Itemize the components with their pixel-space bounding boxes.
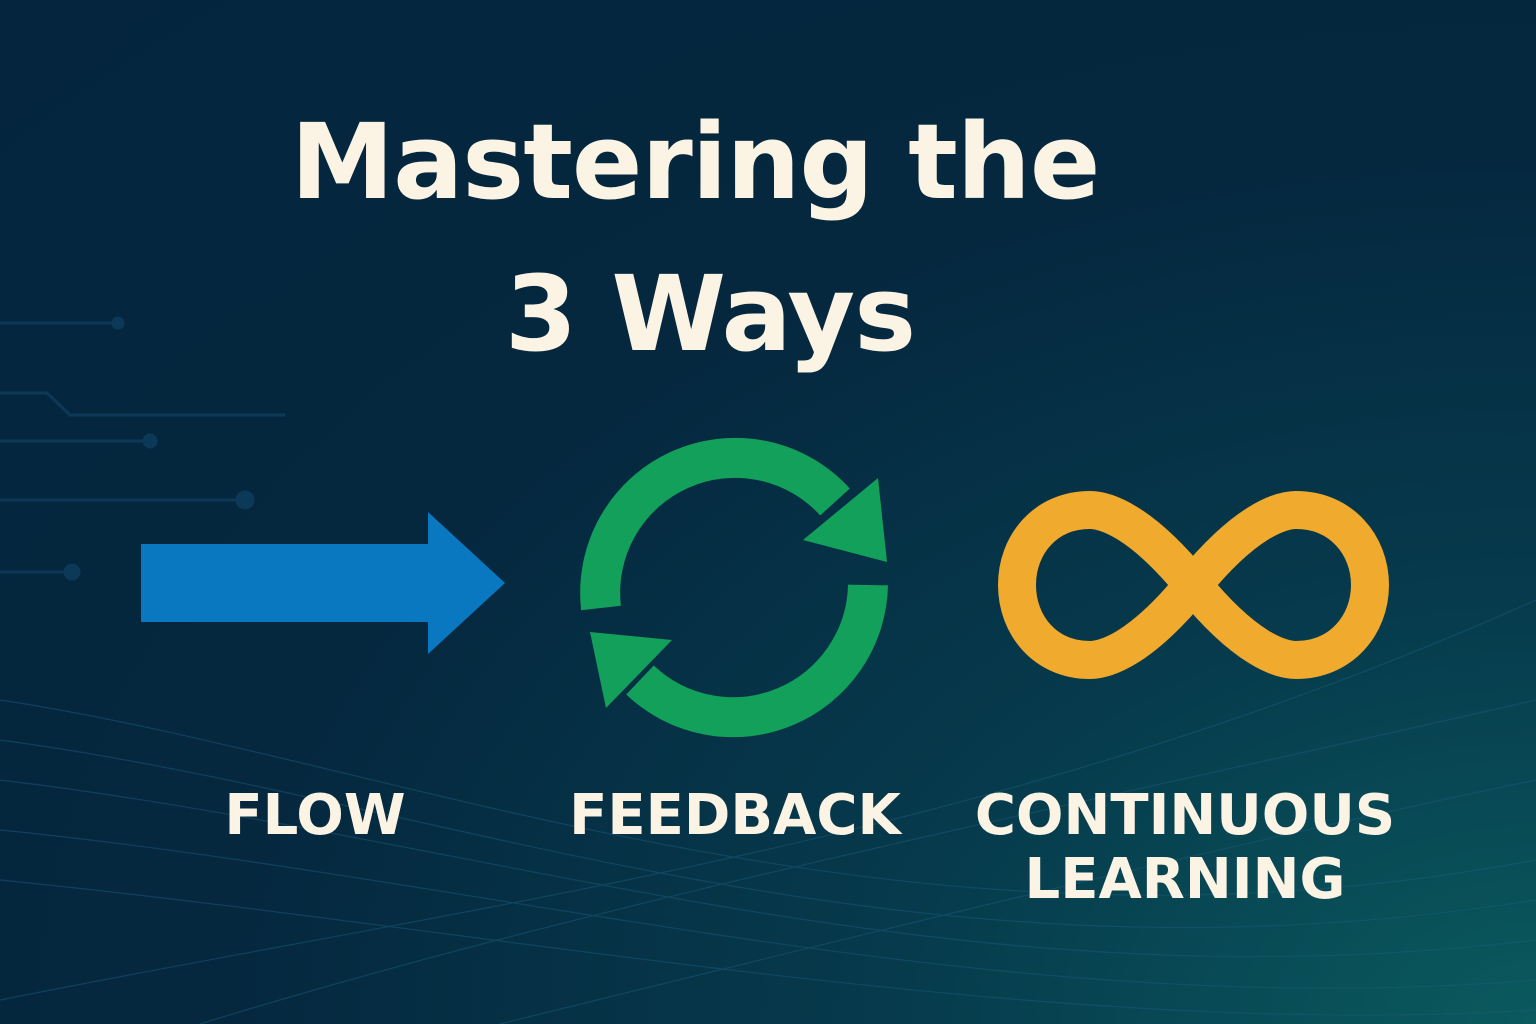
label-continuous: CONTINUOUS [974, 783, 1396, 848]
title-line-2: 3 Ways [504, 253, 916, 375]
label-continuous-learning: CONTINUOUS LEARNING [960, 783, 1410, 913]
label-learning: LEARNING [1024, 847, 1346, 913]
label-feedback: FEEDBACK [569, 783, 901, 848]
refresh-cycle-icon [580, 437, 888, 738]
arrow-right-icon [141, 512, 505, 654]
label-flow: FLOW [224, 783, 406, 848]
infinity-icon [998, 491, 1389, 679]
title-line-1: Mastering the [290, 101, 1101, 223]
